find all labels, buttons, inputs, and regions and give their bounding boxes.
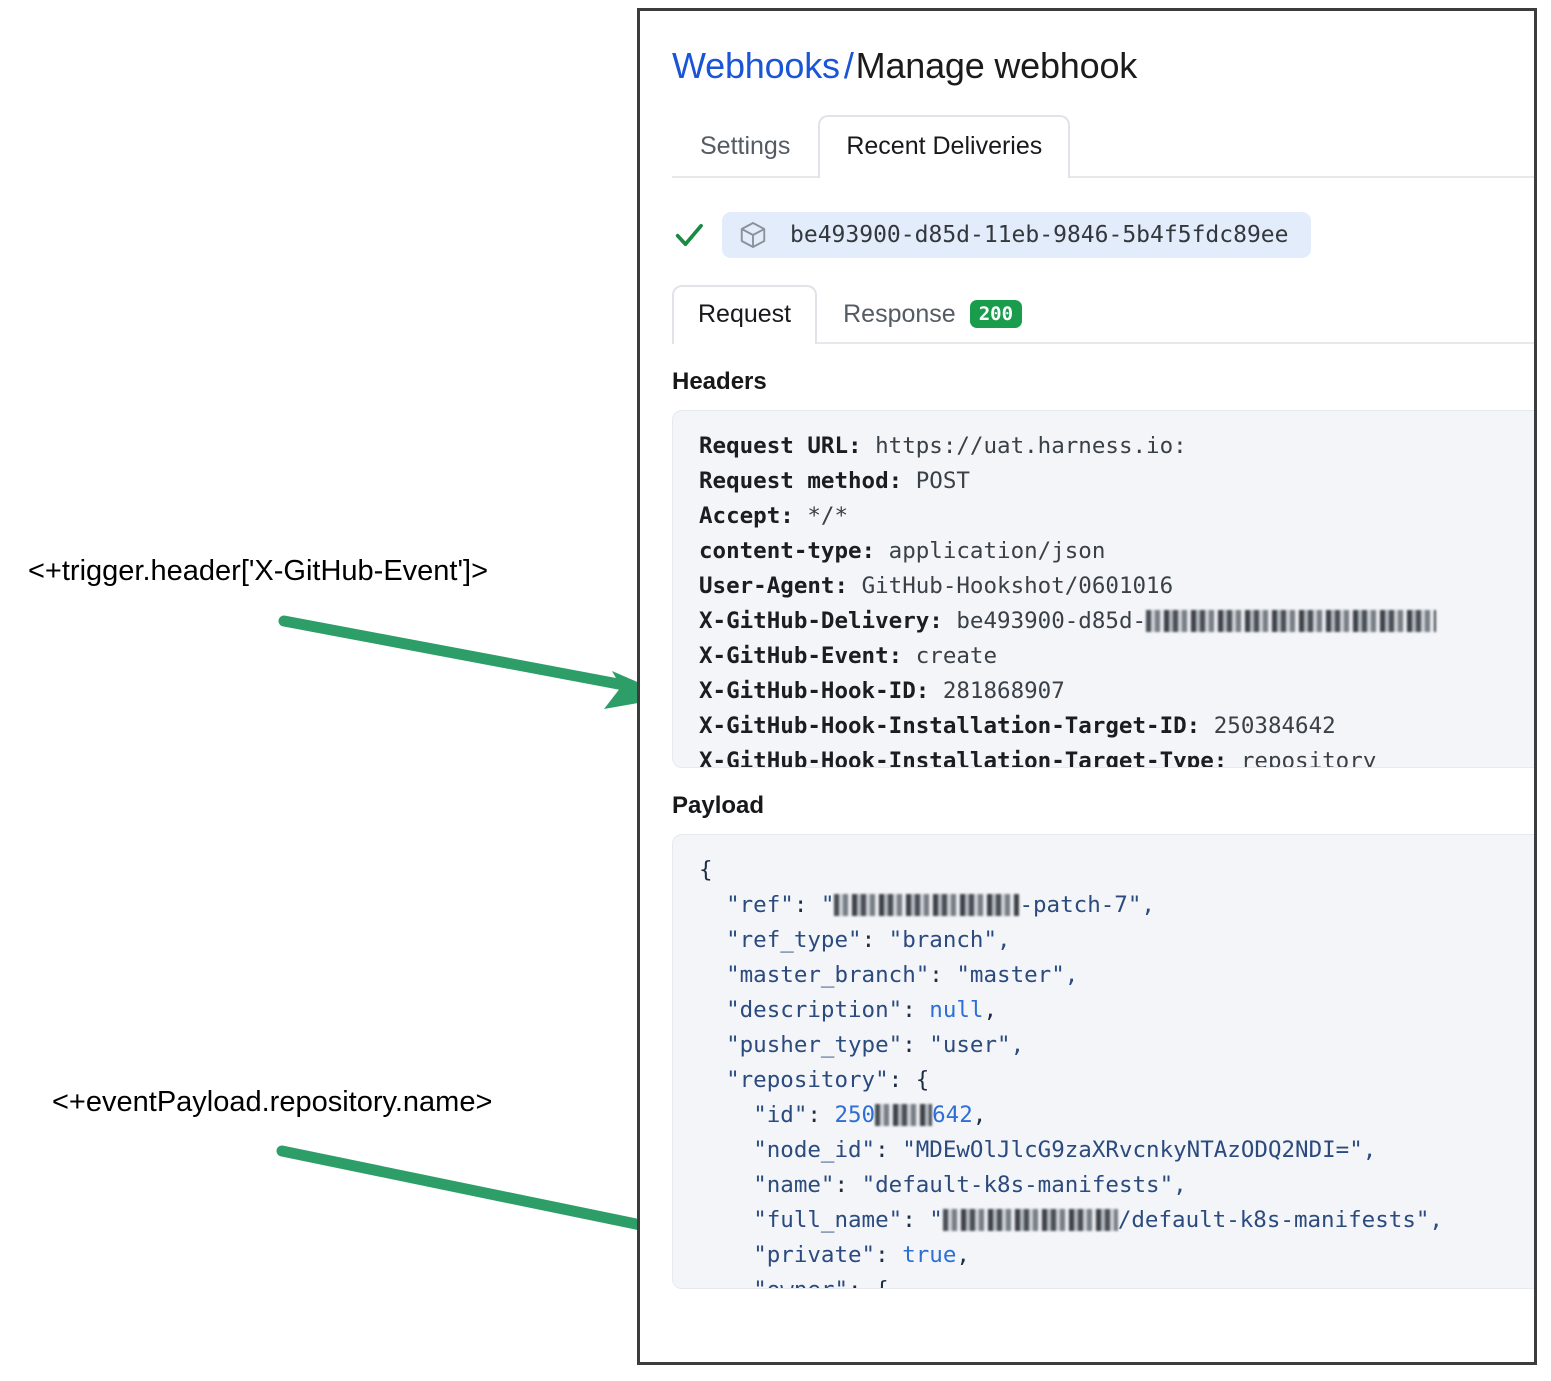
payload-key: "private" [753,1242,876,1269]
redacted-block [834,894,1020,917]
payload-key: "master_branch" [726,962,930,989]
payload-value: "user", [929,1032,1025,1059]
header-key: User-Agent: [699,573,849,600]
payload-key: "repository" [726,1067,889,1094]
delivery-id-pill[interactable]: be493900-d85d-11eb-9846-5b4f5fdc89ee [722,212,1311,259]
payload-key: "full_name" [753,1207,903,1234]
annotation-event-payload: <+eventPayload.repository.name> [52,1086,493,1118]
header-value: application/json [888,538,1106,565]
tab-response[interactable]: Response 200 [817,284,1048,344]
header-value: */* [807,503,849,530]
header-key: X-GitHub-Hook-ID: [699,678,930,705]
header-value: 250384642 [1213,713,1336,740]
header-value: 281868907 [942,678,1065,705]
breadcrumb-separator: / [843,45,854,86]
cube-icon [740,222,766,249]
payload-key: "node_id" [753,1137,876,1164]
header-value: create [915,643,998,670]
page-title: Manage webhook [855,45,1138,86]
check-icon [675,224,703,247]
payload-key: "ref" [726,892,794,919]
breadcrumb: Webhooks/Manage webhook [672,45,1534,86]
headers-code-block: Request URL: https://uat.harness.io: Req… [672,410,1534,769]
status-badge: 200 [969,300,1023,329]
payload-value: "branch", [888,927,1011,954]
header-value: be493900-d85d- [956,608,1147,635]
payload-line: { [699,857,713,884]
webhook-tabs: Settings Recent Deliveries [640,110,1534,180]
header-key: Request URL: [699,433,862,460]
breadcrumb-link-webhooks[interactable]: Webhooks [672,45,840,86]
tab-request[interactable]: Request [672,284,818,346]
delivery-id-text: be493900-d85d-11eb-9846-5b4f5fdc89ee [790,222,1289,249]
payload-value: "master", [956,962,1079,989]
tab-recent-deliveries[interactable]: Recent Deliveries [818,114,1071,180]
header-key: Accept: [699,503,794,530]
payload-key: "name" [753,1172,835,1199]
delivery-detail-tabs: Request Response 200 [640,280,1534,346]
redacted-block [942,1209,1118,1232]
header-value: https://uat.harness.io: [875,433,1187,460]
redacted-block [1146,610,1437,633]
payload-key: "id" [753,1102,808,1129]
payload-value: null [929,997,984,1024]
header-key: X-GitHub-Delivery: [699,608,943,635]
header-key: Request method: [699,468,903,495]
tab-settings[interactable]: Settings [700,131,791,160]
payload-key: "ref_type" [726,927,862,954]
inner-tabs-underline [672,342,1534,345]
header-key: X-GitHub-Event: [699,643,903,670]
payload-code-block: { "ref": "-patch-7", "ref_type": "branch… [672,834,1534,1290]
tab-request-label: Request [698,299,792,328]
payload-value: 250 [834,1102,876,1129]
payload-key: "description" [726,997,903,1024]
arrow-trigger-header [278,615,672,709]
payload-key: "owner" [753,1277,848,1288]
webhook-screenshot-card: Webhooks/Manage webhook Settings Recent … [637,8,1537,1365]
payload-value: "default-k8s-manifests", [861,1172,1187,1199]
header-key: content-type: [699,538,876,565]
payload-key: "pusher_type" [726,1032,903,1059]
tab-response-label: Response [843,299,956,328]
tabs-underline [672,176,1534,179]
header-key: X-GitHub-Hook-Installation-Target-Type: [699,748,1228,769]
header-value: POST [915,468,970,495]
annotation-trigger-header: <+trigger.header['X-GitHub-Event']> [28,555,489,587]
headers-label: Headers [672,368,767,396]
redacted-block [875,1104,933,1127]
delivery-row[interactable]: be493900-d85d-11eb-9846-5b4f5fdc89ee [672,208,1534,262]
header-value: repository [1240,748,1377,769]
header-value: GitHub-Hookshot/0601016 [861,573,1174,600]
payload-value: true [902,1242,957,1269]
header-key: X-GitHub-Hook-Installation-Target-ID: [699,713,1201,740]
payload-label: Payload [672,792,765,820]
payload-value: "MDEwOlJlcG9zaXRvcnkyNTAzODQ2NDI=", [902,1137,1377,1164]
